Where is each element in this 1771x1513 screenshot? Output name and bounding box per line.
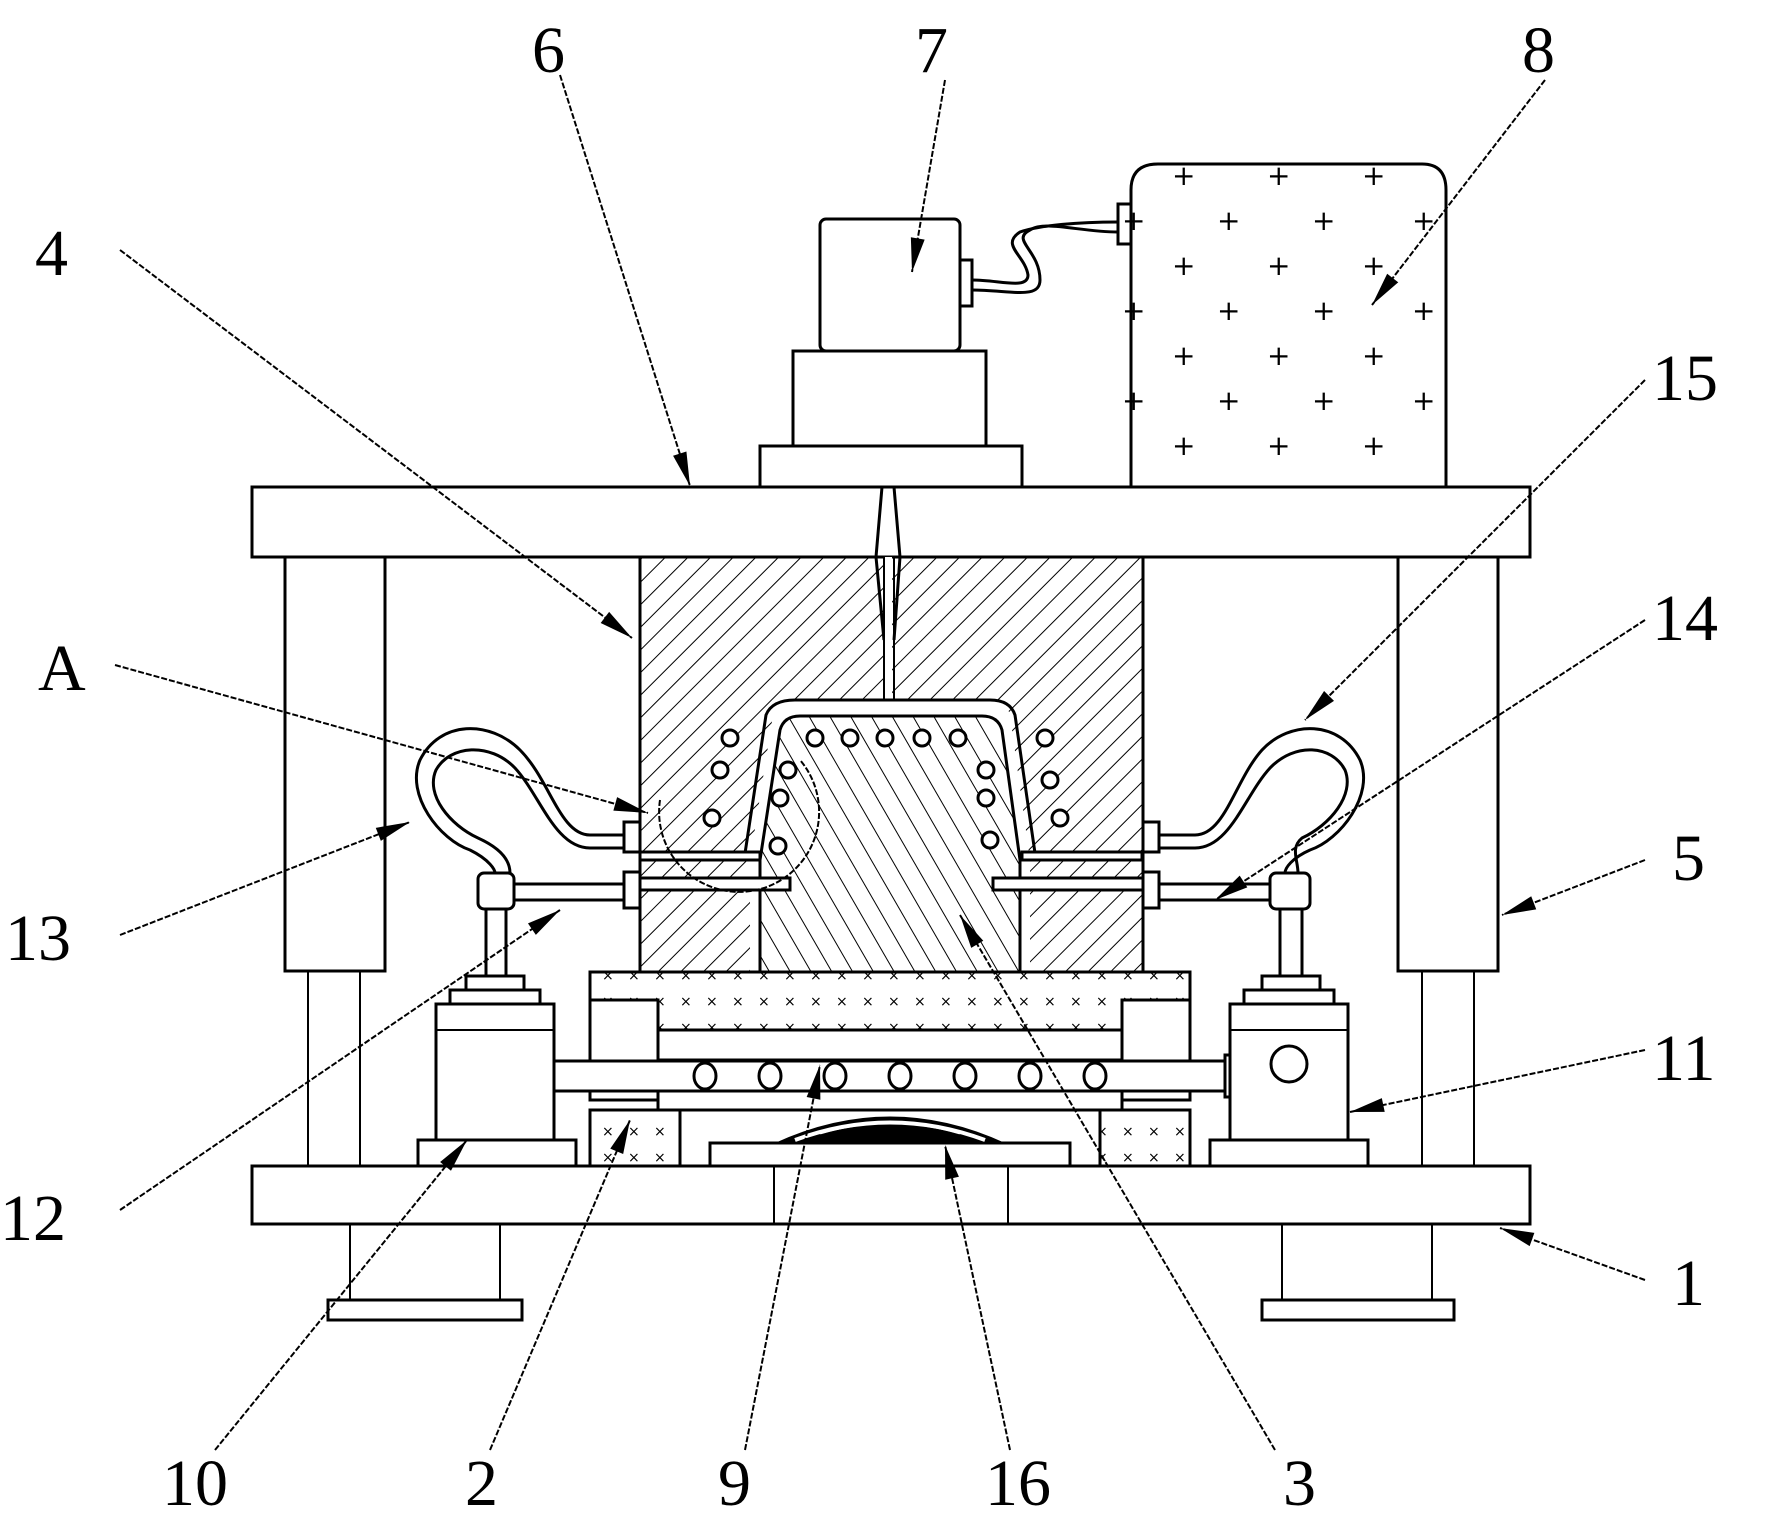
leader-6	[560, 75, 690, 486]
top-plate	[252, 487, 1530, 557]
right-support-column	[1398, 556, 1498, 1166]
cooling-hole	[780, 762, 796, 778]
base-plate	[252, 1166, 1530, 1224]
callout-16: 16	[985, 1447, 1051, 1513]
tank-plus-mark: +	[1412, 204, 1435, 237]
cooling-hole	[704, 810, 720, 826]
tank-plus-mark: +	[1312, 384, 1335, 417]
leader-12-arrowhead	[528, 910, 560, 935]
tank-plus-mark: +	[1172, 429, 1195, 462]
callout-5: 5	[1672, 822, 1705, 895]
callout-11: 11	[1652, 1022, 1716, 1095]
leader-4-arrowhead	[601, 612, 632, 638]
cooling-hole	[722, 730, 738, 746]
cooling-hole	[1042, 772, 1058, 788]
cooling-hole	[978, 762, 994, 778]
cooling-hole	[772, 790, 788, 806]
cooling-hole	[712, 762, 728, 778]
perforated-pipe	[477, 1055, 1237, 1097]
callout-14: 14	[1652, 582, 1718, 655]
cooling-hole	[982, 832, 998, 848]
callout-13: 13	[5, 902, 71, 975]
tank-plus-mark: +	[1267, 159, 1290, 192]
tank-plus-mark: +	[1362, 159, 1385, 192]
right-pump-housing	[1210, 873, 1368, 1166]
tank-plus-mark: +	[1172, 159, 1195, 192]
leader-1-arrowhead	[1500, 1228, 1534, 1246]
leader-11	[1350, 1050, 1645, 1112]
cooling-hole	[807, 730, 823, 746]
callout-15: 15	[1652, 342, 1718, 415]
tank-plus-mark: +	[1122, 294, 1145, 327]
cooling-hole	[1052, 810, 1068, 826]
cooling-hole	[877, 730, 893, 746]
callout-4: 4	[35, 217, 68, 290]
tank-plus-mark: +	[1362, 339, 1385, 372]
cooling-hole	[914, 730, 930, 746]
tank-plus-mark: +	[1362, 249, 1385, 282]
left-foot	[328, 1224, 522, 1320]
tank-plus-mark: +	[1412, 384, 1435, 417]
tank-plus-mark: +	[1217, 384, 1240, 417]
callout-a: A	[38, 632, 86, 705]
leader-6-arrowhead	[673, 451, 690, 486]
cooling-hole	[770, 838, 786, 854]
right-inlet-pipe	[1143, 872, 1270, 908]
cooling-hole	[950, 730, 966, 746]
left-inlet-pipe	[514, 872, 640, 908]
right-hose	[1143, 729, 1364, 873]
right-foot	[1262, 1224, 1454, 1320]
cooling-hole	[1037, 730, 1053, 746]
tank-plus-mark: +	[1122, 204, 1145, 237]
tank-plus-mark: +	[1267, 429, 1290, 462]
callout-9: 9	[718, 1447, 751, 1513]
callout-6: 6	[532, 14, 565, 87]
tank-plus-mark: +	[1267, 339, 1290, 372]
leader-5-arrowhead	[1502, 896, 1536, 915]
tank-plus-mark: +	[1312, 204, 1335, 237]
cooling-hole	[978, 790, 994, 806]
tank-plus-mark: +	[1362, 429, 1385, 462]
left-support-column	[285, 556, 385, 1166]
callout-12: 12	[0, 1182, 66, 1255]
callout-1: 1	[1672, 1247, 1705, 1320]
tank-plus-mark: +	[1312, 294, 1335, 327]
tank-plus-mark: +	[1217, 204, 1240, 237]
material-tank: + + + + + + + + + + + + + + + + + + + + + + + +	[1118, 159, 1446, 487]
tank-plus-mark: +	[1267, 249, 1290, 282]
callout-2: 2	[465, 1447, 498, 1513]
tank-plus-mark: +	[1122, 384, 1145, 417]
tank-plus-mark: +	[1172, 249, 1195, 282]
tank-plus-mark: +	[1172, 339, 1195, 372]
tank-plus-mark: +	[1412, 294, 1435, 327]
cooling-hole	[842, 730, 858, 746]
callout-10: 10	[162, 1447, 228, 1513]
leader-11-arrowhead	[1350, 1098, 1385, 1112]
tank-plus-mark: +	[1217, 294, 1240, 327]
callout-3: 3	[1283, 1447, 1316, 1513]
callout-7: 7	[915, 14, 948, 87]
callout-8: 8	[1522, 14, 1555, 87]
